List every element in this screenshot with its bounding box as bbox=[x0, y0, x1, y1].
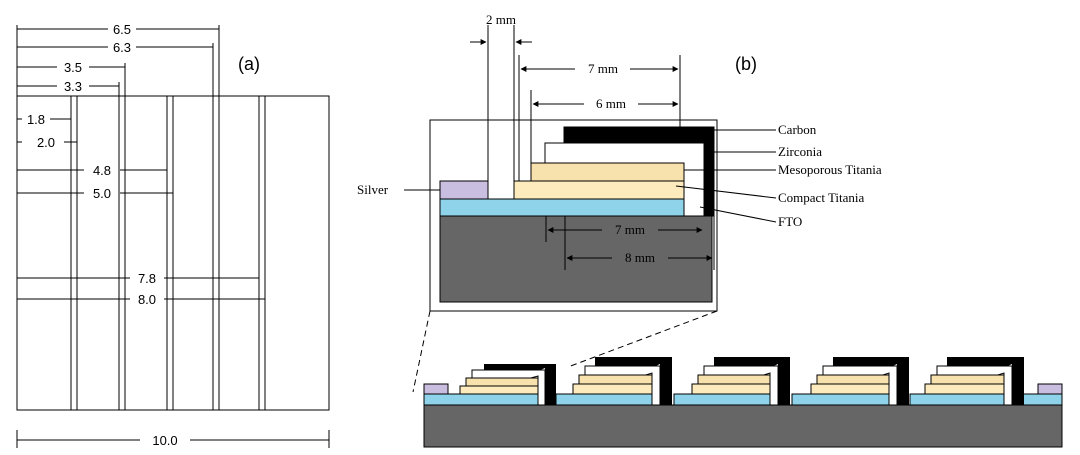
glass-substrate bbox=[439, 215, 713, 303]
panel-a: 6.5 6.3 3.5 3.3 1.8 2.0 4.8 5.0 7.8 8.0 … bbox=[16, 22, 330, 448]
dim-label-3-5: 3.5 bbox=[64, 60, 82, 75]
dim-label-2mm: 2 mm bbox=[486, 12, 516, 27]
zoom-frame bbox=[429, 119, 718, 312]
dim-lines-a bbox=[16, 25, 330, 448]
device-cell-1 bbox=[459, 364, 556, 406]
label-fto: FTO bbox=[778, 214, 802, 229]
dim-label-7-8: 7.8 bbox=[138, 271, 156, 286]
dim-label-7mm-bottom: 7 mm bbox=[615, 222, 645, 237]
dim-label-8-0: 8.0 bbox=[138, 292, 156, 307]
label-zirconia: Zirconia bbox=[778, 144, 822, 159]
device-silver-contacts bbox=[423, 383, 1063, 395]
gap-guides bbox=[470, 25, 715, 270]
leader-lines bbox=[404, 129, 777, 223]
device-fto-segments bbox=[423, 393, 1063, 406]
dim-label-7mm-top: 7 mm bbox=[588, 61, 618, 76]
dim-label-2-0: 2.0 bbox=[37, 135, 55, 150]
device-cell-5 bbox=[924, 357, 1024, 406]
device-glass bbox=[423, 404, 1063, 448]
label-compact-titania: Compact Titania bbox=[778, 190, 865, 205]
panel-b: 2 mm 7 mm 6 mm 7 mm 8 mm Carbon Zirconia… bbox=[357, 12, 1063, 448]
dim-label-4-8: 4.8 bbox=[93, 163, 111, 178]
dim-label-8mm: 8 mm bbox=[625, 250, 655, 265]
compact-titania-layer bbox=[513, 180, 685, 200]
strip-lines bbox=[70, 96, 266, 410]
dim-label-6-3: 6.3 bbox=[113, 40, 131, 55]
silver-contact bbox=[439, 180, 489, 200]
device-cell-4 bbox=[810, 357, 909, 406]
device-cell-3 bbox=[691, 357, 790, 406]
dim-label-5-0: 5.0 bbox=[93, 186, 111, 201]
dim-label-3-3: 3.3 bbox=[64, 79, 82, 94]
zoom-connectors bbox=[412, 310, 718, 393]
panel-a-label: (a) bbox=[238, 54, 260, 74]
panel-b-label: (b) bbox=[735, 54, 757, 74]
dim-label-6mm: 6 mm bbox=[596, 96, 626, 111]
dim-label-6-5: 6.5 bbox=[113, 22, 131, 37]
label-mesoporous-titania: Mesoporous Titania bbox=[778, 162, 882, 177]
dim-label-10-0: 10.0 bbox=[152, 433, 177, 448]
fto-layer bbox=[439, 198, 685, 217]
device-cross-section bbox=[423, 357, 1063, 448]
mesoporous-titania-layer bbox=[530, 162, 685, 182]
device-cell-2 bbox=[572, 357, 672, 406]
dim-label-1-8: 1.8 bbox=[27, 112, 45, 127]
label-carbon: Carbon bbox=[778, 122, 817, 137]
label-silver: Silver bbox=[357, 182, 389, 197]
